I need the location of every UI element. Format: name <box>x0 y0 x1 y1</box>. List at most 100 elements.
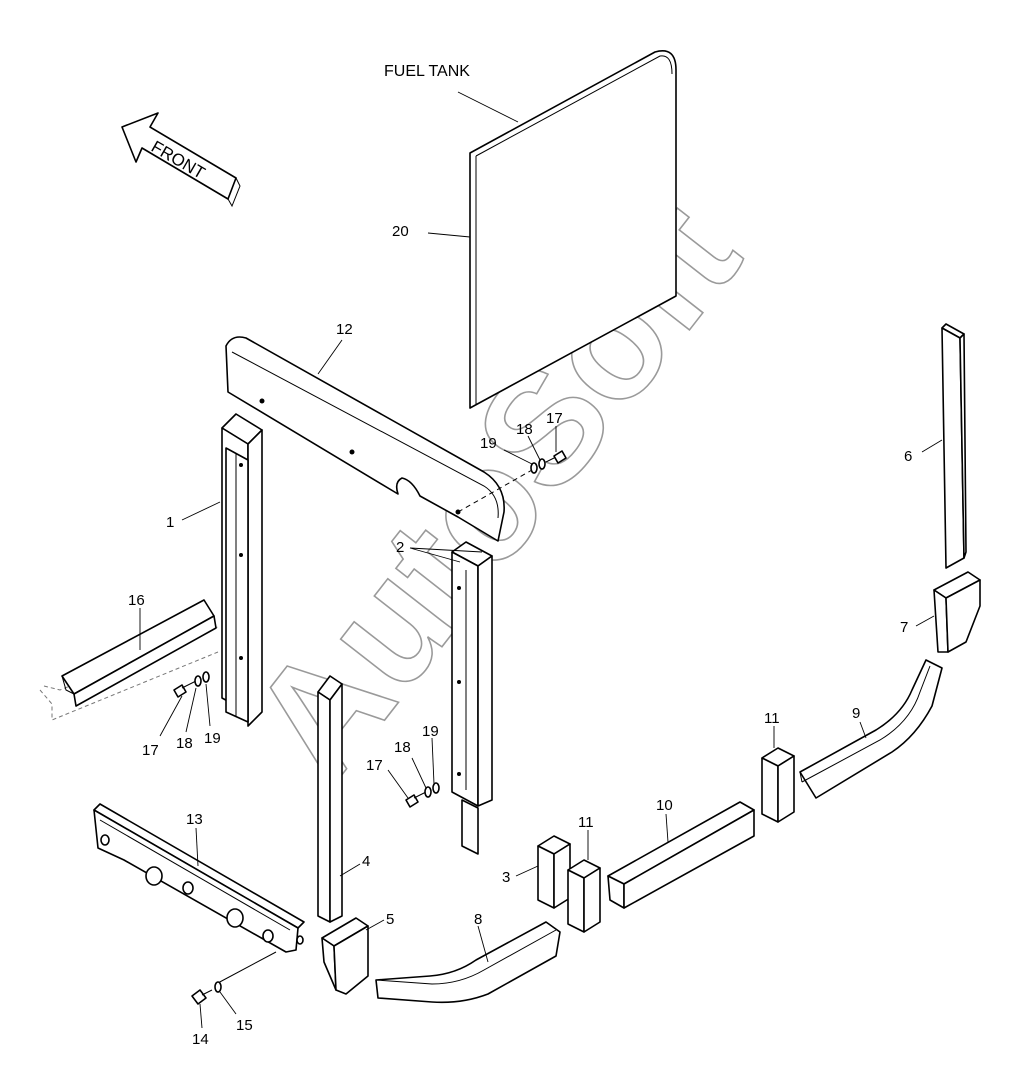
spacer-block-upper-side <box>777 755 795 823</box>
callout-9-leader <box>859 721 867 739</box>
callout-19a-leader <box>205 683 211 727</box>
callout-20: 20 <box>392 223 409 240</box>
callout-17c: 17 <box>546 410 563 427</box>
angle-bracket-edge <box>61 675 75 695</box>
left-post-channel <box>225 447 249 723</box>
callout-15-leader <box>219 991 237 1015</box>
bracket-plate-hole <box>296 935 304 945</box>
bolt-head-bottom <box>191 989 207 1005</box>
lock-washer-upper <box>530 462 538 474</box>
frame-ghost <box>43 625 221 691</box>
callout-19c: 19 <box>480 435 497 452</box>
callout-5-leader <box>365 919 385 931</box>
washer-left <box>194 675 202 687</box>
bolt-shank-bottom <box>201 989 213 996</box>
front-arrow-depth <box>227 176 241 208</box>
bracket-plate-hole <box>145 866 163 886</box>
long-bar <box>607 801 755 909</box>
spacer-block-lower-side <box>583 867 601 933</box>
callout-6: 6 <box>904 448 912 465</box>
callout-16: 16 <box>128 592 145 609</box>
callout-18a: 18 <box>176 735 193 752</box>
top-plate-hole <box>455 509 461 515</box>
top-plate-bend <box>231 351 499 519</box>
curved-bar-left <box>375 921 561 1004</box>
callout-8: 8 <box>474 911 482 928</box>
top-plate-hole <box>259 398 265 404</box>
callout-6-leader <box>921 439 943 453</box>
callout-9: 9 <box>852 705 860 722</box>
right-post-leg <box>461 799 479 855</box>
callout-7: 7 <box>900 619 908 636</box>
right-post-hole <box>457 680 461 684</box>
callout-17b-leader <box>387 769 409 799</box>
spacer-block-left <box>537 835 571 909</box>
front-arrow: FRONT <box>121 112 241 208</box>
left-post-hole <box>239 553 243 557</box>
callout-17a: 17 <box>142 742 159 759</box>
fuel-tank-panel <box>469 50 677 409</box>
callout-2: 2 <box>396 539 404 556</box>
spacer-block-upper-front <box>761 757 779 823</box>
callout-2-leader <box>409 547 483 563</box>
curved-bar-right-shape <box>799 659 943 799</box>
bolt-shank-left <box>181 680 197 689</box>
callout-19c-leader <box>503 449 533 465</box>
left-post-hole <box>239 656 243 660</box>
callout-4: 4 <box>362 853 370 870</box>
callout-12-leader <box>317 339 343 375</box>
curved-bar-right-edge <box>799 771 803 783</box>
frame-ghost <box>39 651 219 721</box>
left-post-hole <box>239 463 243 467</box>
callout-19a: 19 <box>204 730 221 747</box>
angle-bracket <box>39 599 221 721</box>
callout-17a-leader <box>159 695 183 737</box>
curved-bar-right <box>799 659 943 799</box>
upright-bar-front <box>317 691 331 923</box>
callout-19b-leader <box>431 737 435 785</box>
callout-10-leader <box>665 813 669 843</box>
right-post-hole <box>457 586 461 590</box>
washer-bottom <box>214 981 222 993</box>
bracket-plate-hole <box>100 834 110 846</box>
upright-bar <box>317 675 343 923</box>
callout-1-leader <box>181 501 221 521</box>
right-post-front <box>451 551 479 807</box>
fastener-group-left <box>173 671 210 698</box>
callout-10: 10 <box>656 797 673 814</box>
spacer-block-lower <box>567 859 601 933</box>
callout-17b: 17 <box>366 757 383 774</box>
angle-bracket-face <box>73 615 217 707</box>
fuel-tank-leader <box>457 91 519 123</box>
bracket-plate-hole <box>182 881 194 895</box>
lock-washer-left <box>202 671 210 683</box>
angle-bracket-top <box>61 599 215 695</box>
right-post <box>451 541 493 855</box>
callout-3-leader <box>515 865 539 877</box>
spacer-block-left-front <box>537 845 555 909</box>
callout-12: 12 <box>336 321 353 338</box>
curved-bar-right-edge <box>801 665 931 783</box>
fastener-group-middle <box>405 782 440 808</box>
bracket-plate-edge <box>99 819 291 931</box>
fuel-tank-label: FUEL TANK <box>384 63 470 80</box>
upright-bar-side <box>329 683 343 923</box>
corner-block-left-front <box>333 925 369 995</box>
top-plate-shape <box>225 336 505 542</box>
bracket-plate <box>93 803 305 953</box>
callout-11b: 11 <box>578 814 594 831</box>
right-post-side <box>477 555 493 807</box>
washer-upper <box>538 458 546 470</box>
callout-7-leader <box>915 615 935 627</box>
top-plate-hole <box>349 449 355 455</box>
bracket-plate-hole <box>262 929 274 943</box>
tall-strip-side <box>959 333 967 559</box>
callout-5: 5 <box>386 911 394 928</box>
callout-13-leader <box>195 827 199 867</box>
bracket-plate-hole <box>226 908 244 928</box>
callout-14: 14 <box>192 1031 209 1048</box>
tall-strip <box>941 323 967 569</box>
spacer-block-upper <box>761 747 795 823</box>
callout-8-leader <box>477 925 489 963</box>
